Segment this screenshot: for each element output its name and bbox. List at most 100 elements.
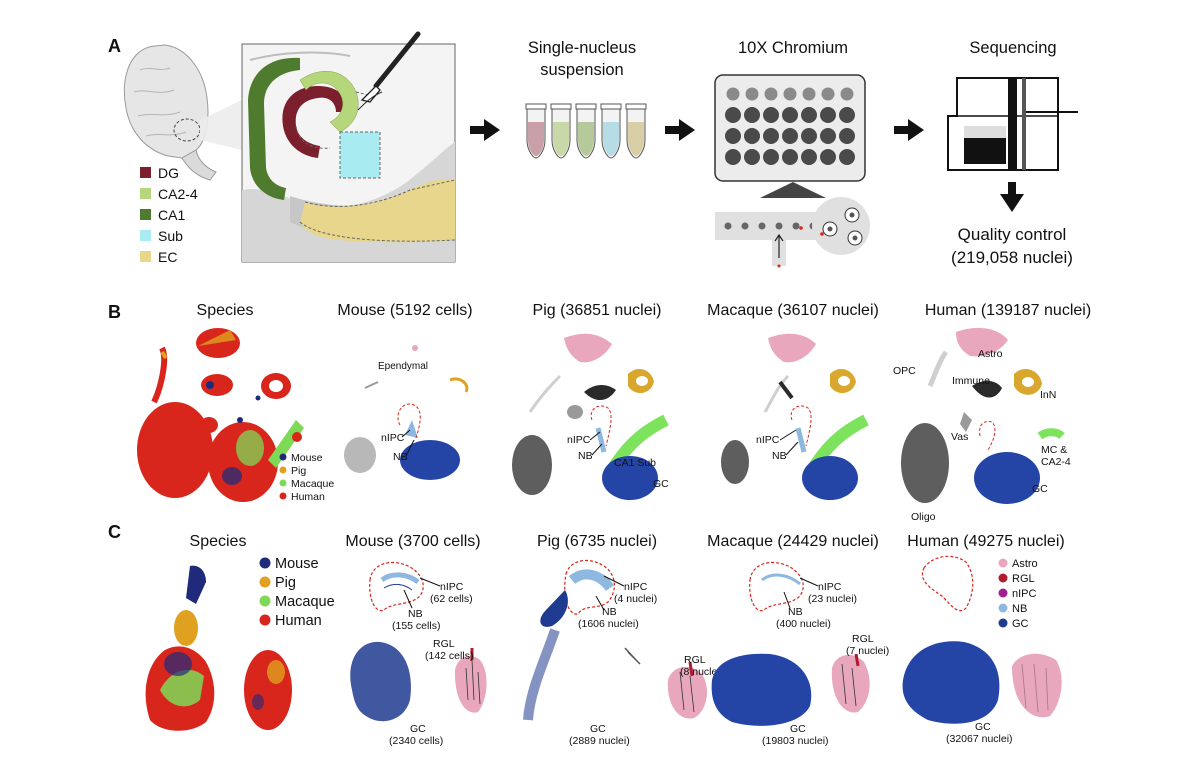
c-celltype-nipc: nIPC [1012, 588, 1037, 600]
c-macaque-umap: nIPC (23 nuclei) NB (400 nuclei) RGL (7 … [711, 561, 889, 747]
legend-swatch-sub [140, 230, 151, 241]
tube-icon [550, 103, 572, 159]
chip-well [782, 107, 798, 123]
c-human-gc-line1: GC [975, 721, 991, 733]
c-legend-dot-macaque [259, 595, 271, 607]
b-pig-label-nb: NB [578, 450, 593, 462]
c-pig-nipc-line1: nIPC [624, 581, 648, 593]
tube-icon [525, 103, 547, 159]
panel-label-b: B [108, 302, 121, 322]
c-mouse-nb-line2: (155 cells) [392, 620, 440, 632]
c-pig-nipc-line2: (4 nuclei) [614, 593, 657, 605]
legend-label-ec: EC [158, 249, 177, 265]
chip-well [801, 107, 817, 123]
c-macaque-nb-line2: (400 nuclei) [776, 618, 831, 630]
chip-well [782, 128, 798, 144]
c-legend-dot-mouse [259, 557, 271, 569]
b-species-legend: Mouse Pig Macaque Human [279, 452, 334, 503]
c-macaque-gc-line1: GC [790, 723, 806, 735]
c-pig-gc-line2: (2889 nuclei) [569, 735, 630, 747]
chip-well [840, 87, 854, 101]
legend-label-sub: Sub [158, 228, 183, 244]
b-mouse-label-nb: NB [393, 451, 408, 463]
step-qc-line2: (219,058 nuclei) [951, 248, 1073, 267]
arrow-icon-1 [470, 119, 500, 141]
b-legend-dot-macaque [279, 479, 287, 487]
step-suspension-line2: suspension [540, 61, 623, 79]
b-human-label-mc-line2: CA2-4 [1041, 456, 1071, 468]
b-human-label-mc-line1: MC & [1041, 444, 1067, 456]
tube-icon [600, 103, 622, 159]
chip-well [763, 107, 779, 123]
b-legend-pig: Pig [291, 465, 306, 477]
c-title-pig: Pig (6735 nuclei) [537, 533, 657, 550]
legend-label-ca1: CA1 [158, 207, 185, 223]
panel-label-c: C [108, 522, 121, 542]
c-human-gc-line2: (32067 nuclei) [946, 733, 1013, 745]
c-macaque-nipc-line1: nIPC [818, 581, 842, 593]
c-legend-mouse: Mouse [275, 556, 319, 572]
b-legend-mouse: Mouse [291, 452, 323, 464]
chip-well [782, 149, 798, 165]
step-sequencing: Sequencing [969, 39, 1056, 57]
tube-icon [625, 103, 647, 159]
b-title-pig: Pig (36851 nuclei) [533, 302, 662, 319]
c-species-legend: Mouse Pig Macaque Human [259, 556, 335, 629]
b-pig-label-nipc: nIPC [567, 434, 591, 446]
legend-swatch-ec [140, 251, 151, 262]
c-legend-human: Human [275, 613, 322, 629]
b-human-label-oligo: Oligo [911, 511, 936, 523]
chip-well [745, 87, 759, 101]
brain-section-icon [123, 44, 217, 181]
b-title-macaque: Macaque (36107 nuclei) [707, 302, 879, 319]
c-mouse-nipc-line2: (62 cells) [430, 593, 473, 605]
b-mouse-label-ependymal: Ependymal [378, 361, 428, 372]
c-pig-nb-line2: (1606 nuclei) [578, 618, 639, 630]
c-macaque-nipc-line2: (23 nuclei) [808, 593, 857, 605]
chip-well [744, 107, 760, 123]
b-title-mouse: Mouse (5192 cells) [337, 302, 472, 319]
c-mouse-umap: nIPC (62 cells) NB (155 cells) RGL (142 … [350, 561, 487, 747]
b-title-human: Human (139187 nuclei) [925, 302, 1091, 319]
b-human-label-opc: OPC [893, 365, 916, 377]
chip-well [820, 128, 836, 144]
b-human-label-vas: Vas [951, 431, 968, 443]
c-mouse-rgl-line1: RGL [433, 638, 455, 650]
panel-label-a: A [108, 36, 121, 56]
b-legend-dot-human [279, 492, 287, 500]
chip-well [839, 128, 855, 144]
b-human-label-gc: GC [1032, 483, 1048, 495]
c-macaque-gc-line2: (19803 nuclei) [762, 735, 829, 747]
arrow-down-icon [1000, 182, 1024, 212]
legend-label-ca24: CA2-4 [158, 186, 198, 202]
b-macaque-label-nb: NB [772, 450, 787, 462]
b-pig-label-ca1-sub: CA1 Sub [614, 457, 656, 469]
c-celltype-dot-nipc [998, 588, 1008, 598]
legend-swatch-ca24 [140, 188, 151, 199]
c-celltype-dot-nb [998, 603, 1008, 613]
chip-well [802, 87, 816, 101]
b-human-umap: OPC Astro Immune InN Vas MC & CA2-4 GC O… [893, 327, 1071, 523]
chip-well [725, 128, 741, 144]
b-legend-macaque: Macaque [291, 478, 334, 490]
scalpel-icon [357, 31, 421, 111]
chip-well [726, 87, 740, 101]
step-suspension-line1: Single-nucleus [528, 39, 636, 57]
b-human-label-astro: Astro [978, 348, 1003, 360]
arrow-icon-3 [894, 119, 924, 141]
sequencer-icon [947, 77, 1078, 171]
chip-well [744, 149, 760, 165]
c-mouse-nipc-line1: nIPC [440, 581, 464, 593]
b-legend-human: Human [291, 491, 325, 503]
step-qc-line1: Quality control [958, 225, 1067, 244]
c-pig-nb-line1: NB [602, 606, 617, 618]
chip-well [820, 149, 836, 165]
chip-well [725, 107, 741, 123]
c-celltype-rgl: RGL [1012, 573, 1035, 585]
c-title-mouse: Mouse (3700 cells) [345, 533, 480, 550]
c-legend-macaque: Macaque [275, 594, 335, 610]
b-pig-label-gc: GC [653, 478, 669, 490]
hippocampus-diagram [241, 43, 456, 263]
zoom-connector [200, 100, 242, 150]
